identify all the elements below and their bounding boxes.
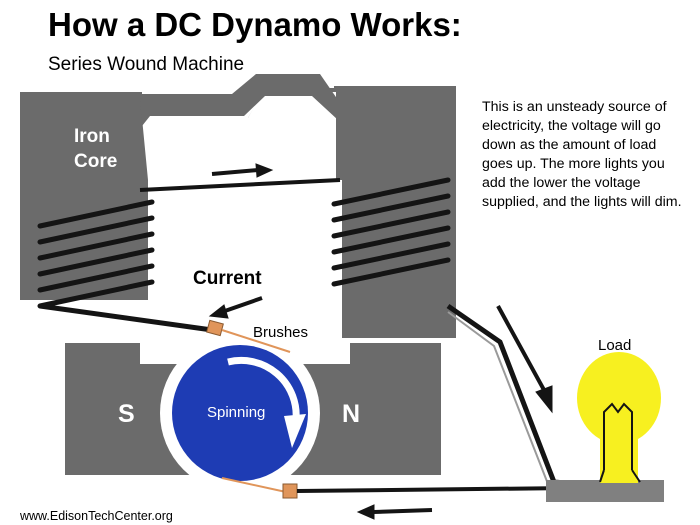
- top-wire: [139, 178, 341, 192]
- brushes-label: Brushes: [253, 324, 309, 341]
- bottom-brush: [221, 477, 298, 499]
- left-coil: [37, 199, 155, 309]
- return-wire: [296, 486, 573, 493]
- description-text: This is an unsteady source of electricit…: [482, 99, 682, 210]
- rotor: [172, 345, 308, 481]
- north-pole-label: N: [342, 400, 361, 428]
- top-brush: [206, 319, 291, 353]
- iron-core-right-leg: [334, 86, 456, 338]
- iron-core-arch: [140, 74, 338, 126]
- load-label: Load: [598, 337, 632, 354]
- spinning-label: Spinning: [207, 404, 266, 421]
- footer-credit: www.EdisonTechCenter.org: [20, 509, 173, 523]
- iron-core-label-line1: Iron: [74, 126, 110, 147]
- subtitle: Series Wound Machine: [48, 54, 245, 75]
- page-title: How a DC Dynamo Works:: [48, 6, 462, 43]
- left-wire: [39, 303, 213, 333]
- bulb-icon: [577, 352, 661, 483]
- arrow-icon: [208, 163, 553, 520]
- rotation-arrow-icon: [227, 356, 300, 421]
- south-pole-label: S: [118, 400, 135, 428]
- load-base: [546, 480, 664, 502]
- iron-core-label-line2: Core: [74, 151, 118, 172]
- iron-core-label: Iron Core: [74, 124, 117, 174]
- right-coil: [331, 177, 451, 287]
- current-label: Current: [193, 268, 262, 289]
